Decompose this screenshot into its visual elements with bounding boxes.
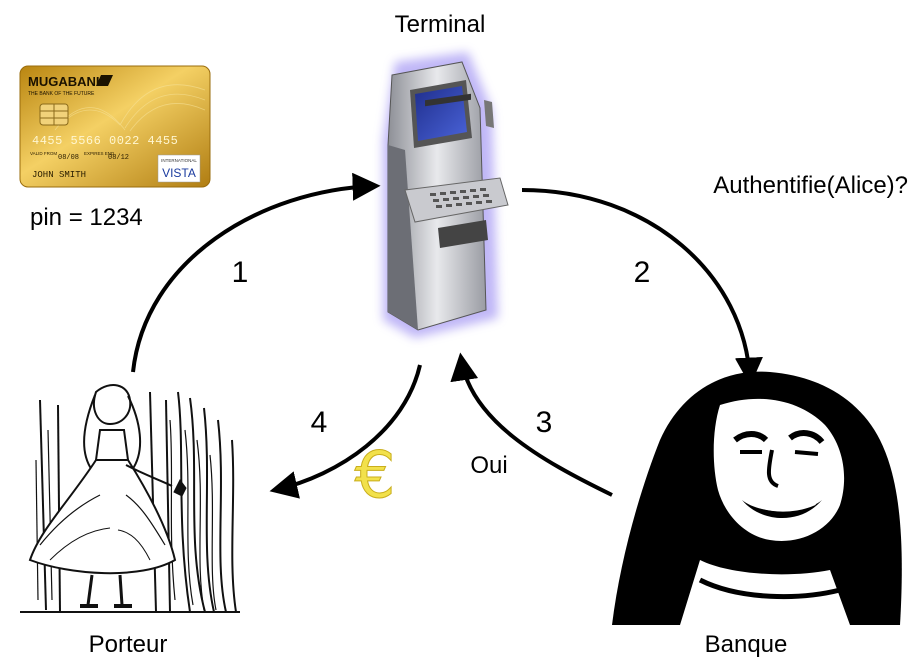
banque-portrait (612, 371, 902, 625)
terminal-node: Terminal (383, 11, 509, 338)
terminal-label: Terminal (395, 11, 486, 38)
step-2-message: Authentifie(Alice)? (713, 172, 908, 199)
step-3-number: 3 (536, 406, 553, 439)
chip-icon (39, 103, 69, 126)
step-3-message: Oui (470, 452, 507, 479)
card-tagline: THE BANK OF THE FUTURE (28, 91, 95, 97)
card-network-small: INTERNATIONAL (161, 158, 197, 163)
atm-kiosk-image (383, 52, 509, 338)
step-2-number: 2 (634, 256, 651, 289)
card-number: 4455 5566 0022 4455 (32, 134, 178, 148)
bank-logo-icon (96, 75, 113, 86)
porteur-illustration (20, 384, 240, 613)
card-holder: JOHN SMITH (32, 170, 86, 180)
arrow-step-1 (131, 172, 381, 373)
card-expires-date: 08/12 (108, 154, 129, 162)
arrow-step-2 (521, 188, 763, 386)
banque-node: Banque (612, 371, 902, 658)
step-1-number: 1 (232, 256, 249, 289)
euro-icon: € (355, 439, 396, 513)
pin-text: pin = 1234 (30, 204, 143, 231)
card-valid-date: 08/08 (58, 154, 79, 162)
card-bank-name: MUGABANK (28, 74, 106, 89)
arrow-step-4 (269, 364, 422, 499)
porteur-label: Porteur (89, 631, 168, 658)
card-expires-label: EXPIRES END (84, 151, 115, 156)
card-network: VISTA (162, 166, 196, 180)
step-4-number: 4 (311, 406, 328, 439)
porteur-node: Porteur (20, 384, 240, 658)
card-valid-label: VALID FROM (30, 151, 57, 156)
credit-card: MUGABANK THE BANK OF THE FUTURE 4455 556… (19, 65, 211, 188)
arrow-step-3 (450, 352, 613, 497)
banque-label: Banque (705, 631, 788, 658)
